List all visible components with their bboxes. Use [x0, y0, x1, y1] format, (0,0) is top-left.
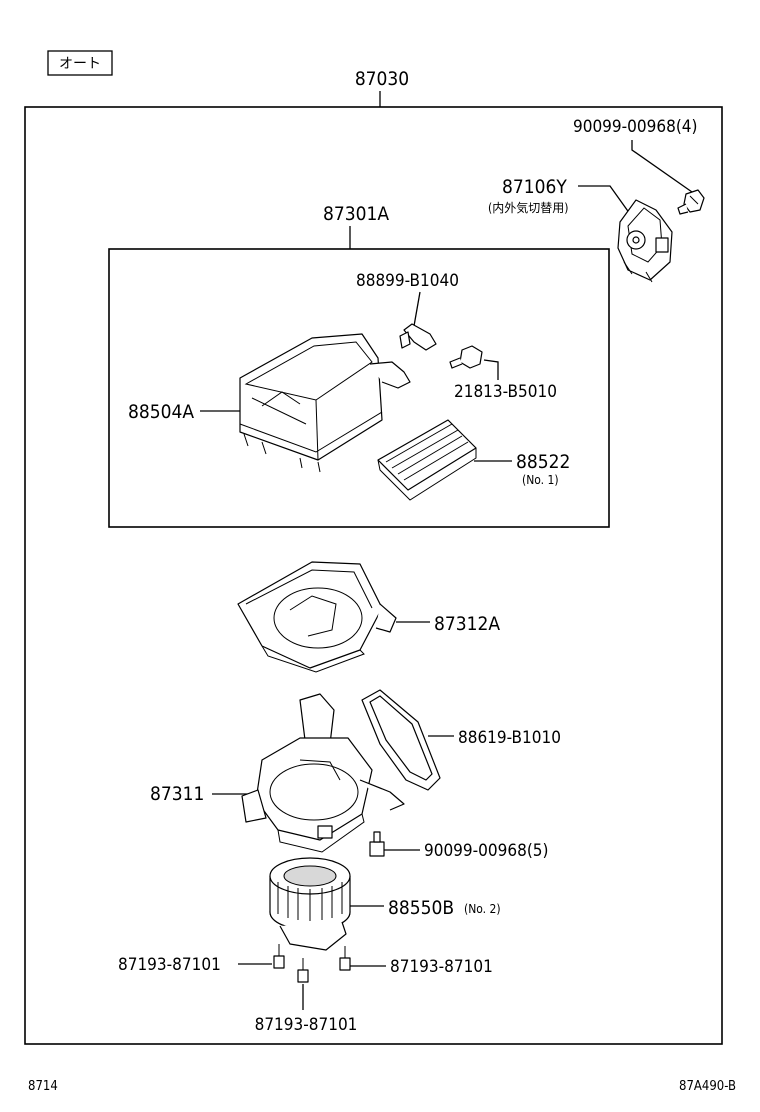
filter-part-number: 88522 [516, 451, 570, 473]
screw-left-part-number: 87193-87101 [118, 955, 221, 975]
motor-note: (No. 2) [464, 902, 501, 916]
assembly-part-number: 87030 [355, 68, 409, 90]
lower-case-icon [241, 693, 405, 853]
motor-part-number: 88550B [388, 897, 454, 919]
page-number: 8714 [28, 1079, 58, 1094]
clip-leader [413, 291, 421, 327]
blower-case-icon [237, 561, 397, 673]
blower-case-part-number: 87312A [434, 613, 500, 635]
screw-right-part-number: 87193-87101 [390, 957, 493, 977]
case-assy-frame [108, 248, 610, 528]
servo-note: (内外気切替用) [488, 200, 568, 215]
screw-leader [483, 359, 499, 380]
case-assy-part-number: 87301A [323, 203, 389, 225]
packing-part-number: 88619-B1010 [458, 728, 561, 748]
auto-tag: オート [47, 50, 113, 76]
clip-icon [399, 323, 437, 351]
filter-icon [377, 419, 477, 501]
screw-right-icon [339, 946, 351, 971]
upper-case-part-number: 88504A [128, 401, 194, 423]
screw-left-icon [273, 944, 285, 969]
screw-icon [449, 345, 483, 369]
clip-part-number: 88899-B1040 [356, 271, 459, 291]
bolt-top-icon [677, 189, 705, 215]
bolt-top-leader [631, 140, 693, 193]
servo-motor-icon [617, 199, 673, 283]
bolt-mid-icon [369, 831, 385, 857]
filter-note: (No. 1) [522, 473, 559, 487]
lower-case-part-number: 87311 [150, 783, 204, 805]
bolt-top-part-number: 90099-00968(4) [573, 117, 697, 137]
screw-bottom-part-number: 87193-87101 [255, 1015, 358, 1035]
servo-part-number: 87106Y [502, 176, 567, 198]
servo-leader [578, 185, 631, 215]
assembly-frame [24, 106, 723, 1045]
screw-bottom-icon [297, 958, 309, 983]
bolt-mid-part-number: 90099-00968(5) [424, 841, 548, 861]
blower-motor-icon [269, 857, 351, 951]
packing-icon [361, 689, 441, 791]
figure-number: 87A490-B [679, 1079, 736, 1094]
screw-part-number: 21813-B5010 [454, 382, 557, 402]
auto-tag-label: オート [59, 56, 101, 72]
upper-case-icon [239, 333, 411, 473]
